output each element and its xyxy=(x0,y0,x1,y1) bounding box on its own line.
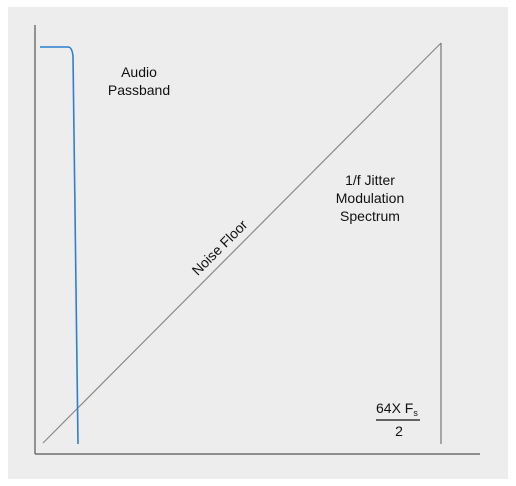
audio-label-line1: Audio xyxy=(121,64,157,80)
jitter-label-line3: Spectrum xyxy=(340,208,400,224)
fs-denominator: 2 xyxy=(395,423,403,439)
fs-numerator: 64X Fs xyxy=(376,400,418,418)
audio-label-line2: Passband xyxy=(108,82,170,98)
diagram-background xyxy=(8,7,508,479)
noise-floor-label: Noise Floor xyxy=(188,216,250,278)
jitter-label-line2: Modulation xyxy=(336,190,405,206)
jitter-label-line1: 1/f Jitter xyxy=(345,172,395,188)
audio-passband-curve xyxy=(40,46,79,445)
noise-floor-line xyxy=(42,42,442,444)
